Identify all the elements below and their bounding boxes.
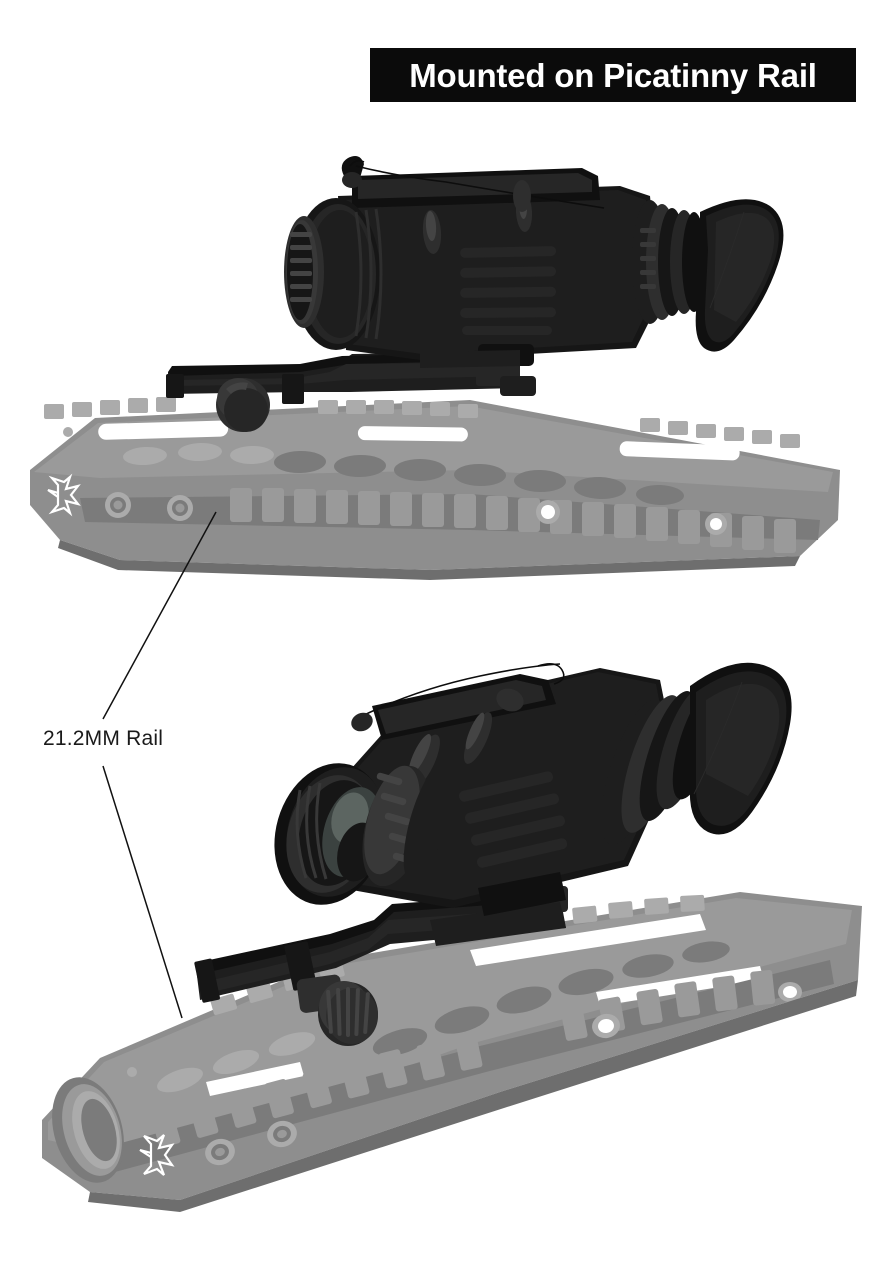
ribbed-grip-panel [460, 246, 557, 335]
rail-screw [205, 1138, 235, 1166]
maltese-cross-logo [139, 1134, 175, 1176]
rubber-eyecup-upper [695, 199, 784, 352]
night-vision-device-upper [284, 156, 784, 368]
rail-screw [105, 492, 131, 518]
barrel-nut-threads [52, 1077, 124, 1183]
control-button [463, 712, 493, 764]
control-button [496, 688, 524, 712]
control-button [513, 180, 531, 212]
title-banner: Mounted on Picatinny Rail [370, 48, 856, 102]
night-vision-device-lower [274, 662, 792, 916]
lens-cap-lanyard [351, 662, 565, 732]
maltese-cross-logo [47, 473, 81, 517]
lens-cap-lanyard [341, 156, 605, 209]
banner-title-text: Mounted on Picatinny Rail [409, 56, 817, 94]
rail-screw [267, 1120, 297, 1148]
thumb-screw-knob-upper [216, 378, 270, 432]
ribbed-grip-panel [458, 771, 568, 868]
objective-lens-lower [274, 762, 453, 905]
control-button [422, 210, 442, 254]
rail-size-callout-label: 21.2MM Rail [43, 727, 164, 750]
thumb-screw-knob-lower [296, 974, 378, 1046]
ghost-rail-lower [42, 892, 862, 1212]
rubber-eyecup-lower [689, 662, 792, 835]
